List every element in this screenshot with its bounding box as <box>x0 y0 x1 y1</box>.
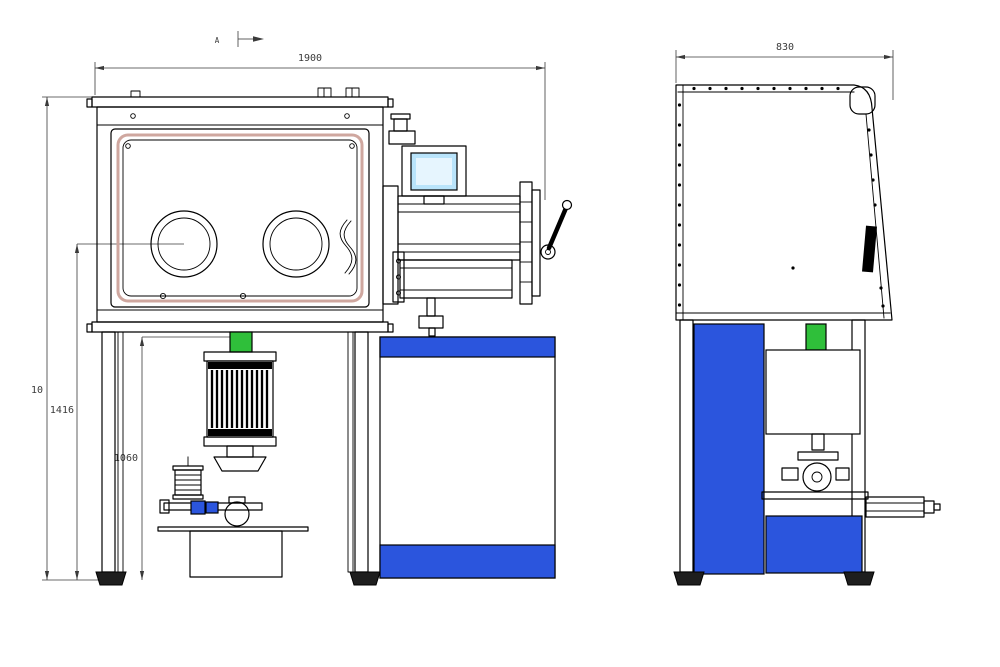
filter-assembly-front <box>157 331 309 578</box>
side-view <box>673 84 941 586</box>
dim-label-inner-height: 1416 <box>50 405 74 416</box>
chamber-body <box>397 195 521 261</box>
foot-front-right <box>349 571 381 586</box>
green-column-front <box>229 331 253 353</box>
foot-front-left <box>95 571 127 586</box>
top-fitting-right <box>345 87 360 98</box>
shelf-plate-side <box>761 491 869 500</box>
section-label: A <box>215 36 220 45</box>
top-elbow-pipe <box>388 130 416 145</box>
foot-side-right <box>843 571 875 586</box>
valve-blue-2 <box>205 501 219 514</box>
chamber-lower-body <box>399 259 513 299</box>
green-column-side <box>805 323 827 351</box>
crank-handle <box>540 199 573 260</box>
glovebox-side <box>675 84 893 321</box>
dim-stand-height: 1060 <box>114 336 230 580</box>
front-view <box>86 87 573 586</box>
leg-side-left <box>679 319 694 573</box>
base-box-front <box>189 530 283 578</box>
dim-label-front-width: 1900 <box>298 53 322 64</box>
window-inner <box>122 139 358 297</box>
window-frame <box>110 128 370 308</box>
stand-side <box>673 319 941 586</box>
filter-box-side <box>765 349 861 435</box>
filter-outlet-flange <box>213 456 267 472</box>
glovebox-front <box>86 87 394 333</box>
hose-curve <box>339 219 353 274</box>
stand-front <box>95 331 381 586</box>
dim-inner-height: 1416 <box>50 243 184 580</box>
chamber-left-flange <box>392 251 405 303</box>
side-arm-cylinder <box>865 496 941 518</box>
hinge-bracket <box>862 225 877 273</box>
top-fitting-left <box>317 87 332 98</box>
cabinet-body <box>379 336 556 579</box>
foot-side-left <box>673 571 705 586</box>
valve-blue-1 <box>190 500 206 515</box>
top-flange <box>91 96 389 108</box>
pump-side <box>781 433 850 492</box>
dim-label-overall-height: 10 <box>31 385 43 396</box>
glove-port-left <box>150 210 218 278</box>
corner-cap <box>849 86 876 115</box>
monitor-base <box>423 195 445 205</box>
leg-front-left <box>101 331 116 573</box>
filter-top-plate <box>203 351 277 362</box>
dim-label-side-width: 830 <box>776 42 794 53</box>
back-panel-blue <box>693 323 765 575</box>
bottom-box-blue <box>765 515 863 574</box>
dim-front-width: 1900 <box>94 53 546 200</box>
glove-port-right <box>262 210 330 278</box>
leg-front-right <box>354 331 369 573</box>
vacuum-chamber <box>382 113 573 337</box>
filter-bottom-plate <box>203 436 277 447</box>
top-fitting-small <box>130 90 141 98</box>
window-gasket <box>116 133 364 303</box>
dim-overall-height: 10 <box>31 96 108 581</box>
side-body-outline <box>675 84 893 321</box>
pump-front <box>224 501 250 527</box>
cabinet-top-band <box>379 336 556 358</box>
front-panel <box>96 106 384 323</box>
drain-valve <box>418 297 444 337</box>
coil-spool <box>172 456 204 500</box>
bottom-flange <box>91 321 389 333</box>
cabinet-bottom-band <box>379 544 556 579</box>
dim-label-stand-height: 1060 <box>114 453 138 464</box>
side-cabinet-front <box>379 336 556 579</box>
dim-side-width: 830 <box>675 42 894 100</box>
chamber-end-flange <box>519 181 533 305</box>
section-marker: A <box>215 31 264 47</box>
